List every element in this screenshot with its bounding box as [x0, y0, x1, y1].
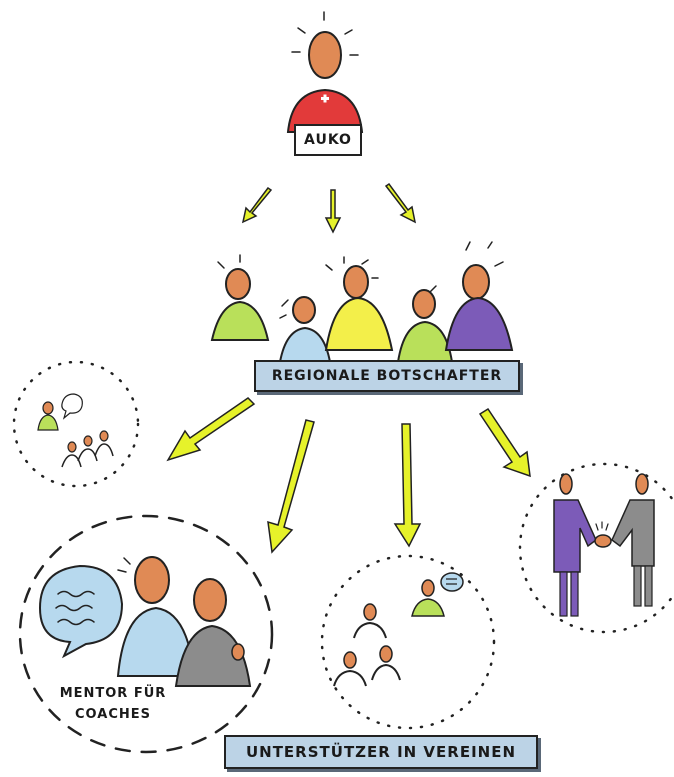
arrow-icon — [166, 397, 256, 462]
arrow-icon — [241, 186, 273, 224]
arrow-icon — [393, 423, 422, 548]
club-supporters-label: UNTERSTÜTZER IN VEREINEN — [224, 735, 538, 769]
arrow-icon — [324, 189, 342, 234]
handshake-circle — [518, 462, 674, 634]
speech-bubble-icon — [61, 393, 83, 420]
clubs-circle — [320, 554, 496, 730]
arrow-icon — [478, 407, 531, 478]
handshake-icon — [553, 473, 655, 617]
regional-ambassadors-label: REGIONALE BOTSCHAFTER — [254, 360, 520, 392]
swiss-cross-icon — [321, 94, 329, 103]
top-arrows — [241, 182, 417, 234]
mentor-circle — [18, 514, 274, 754]
middle-arrows — [166, 397, 531, 554]
arrow-icon — [384, 182, 417, 224]
regional-ambassadors-group — [210, 241, 514, 363]
mentor-label: MENTOR FÜR COACHES — [59, 686, 167, 722]
speech-bubble-icon — [38, 564, 124, 659]
auko-person-icon — [286, 11, 364, 133]
arrow-icon — [267, 419, 315, 554]
speech-bubble-icon — [440, 572, 464, 592]
small-group-circle — [12, 360, 140, 488]
auko-label: AUKO — [294, 124, 362, 156]
